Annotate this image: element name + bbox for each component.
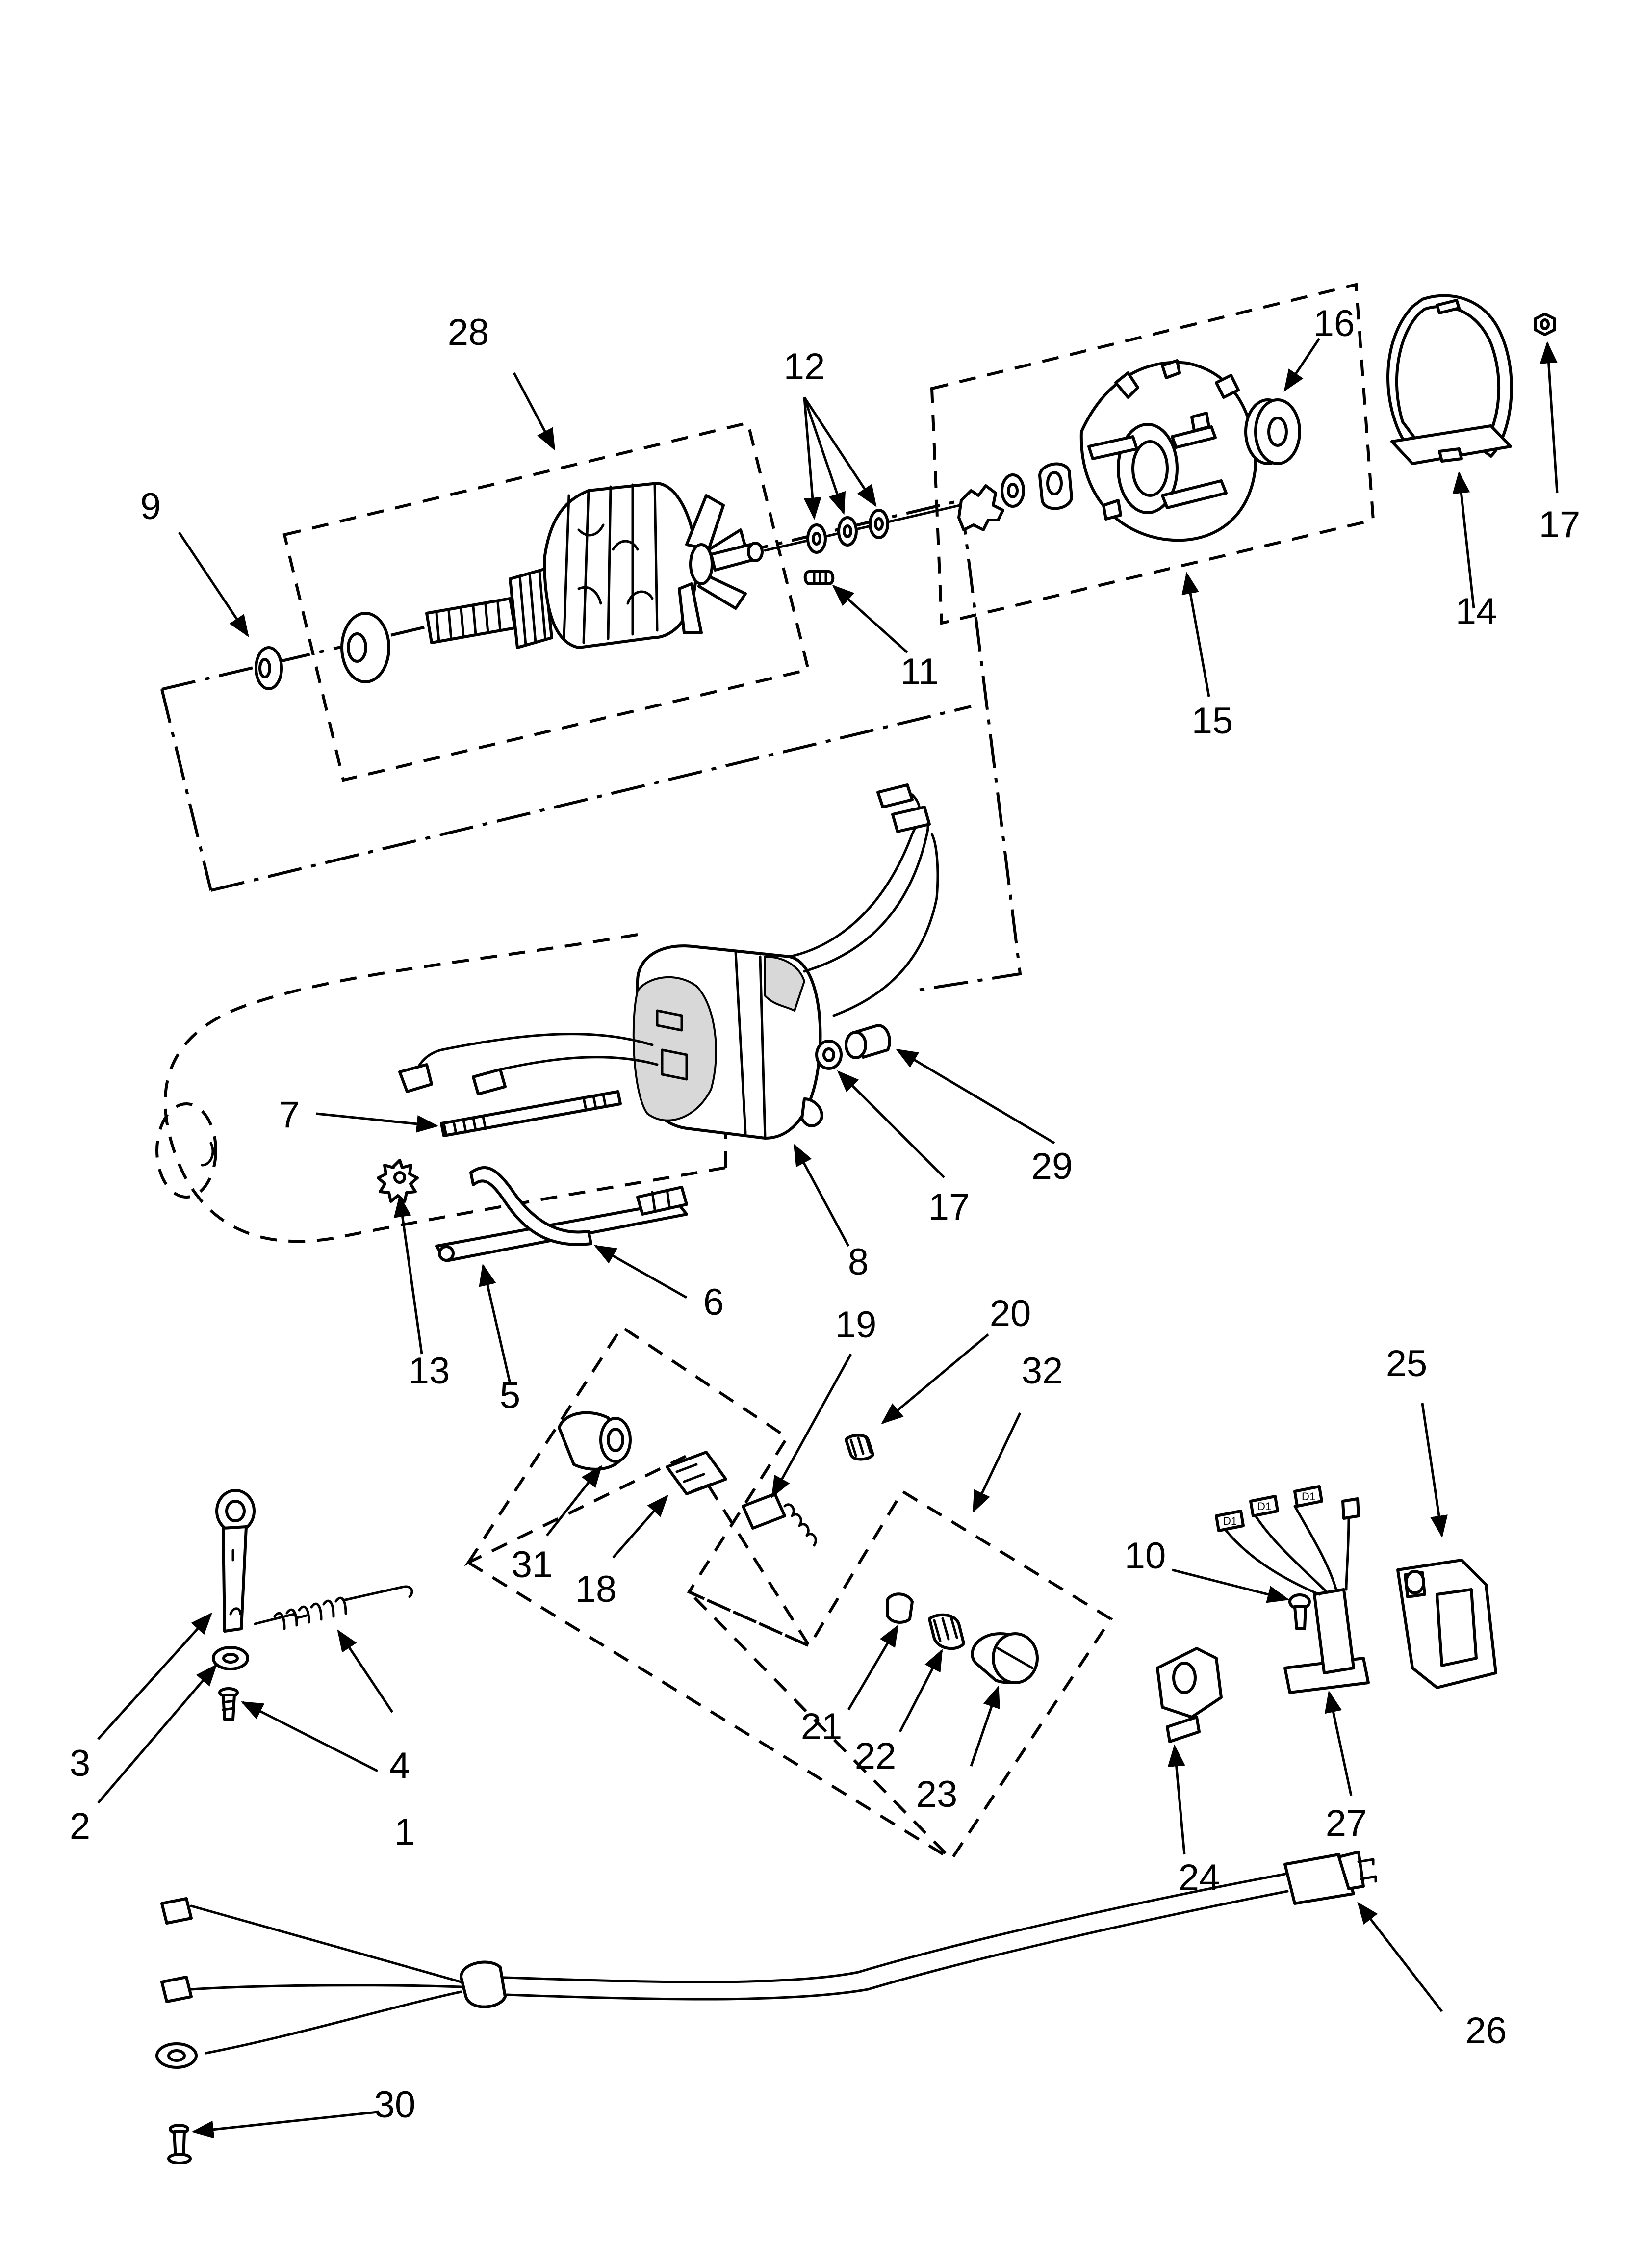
callout-4: 4 <box>389 1745 410 1787</box>
callout-26: 26 <box>1465 2010 1507 2052</box>
part-1-screw <box>218 1687 239 1721</box>
motor-group-outline <box>160 499 1022 992</box>
part-24-switch-bracket <box>1156 1647 1223 1743</box>
part-15-bearing-housing <box>957 359 1257 542</box>
callout-7: 7 <box>279 1094 300 1136</box>
part-31-brush-holder-tube <box>558 1411 632 1471</box>
callout-31: 31 <box>512 1544 553 1586</box>
part-17-spacer <box>815 1040 843 1070</box>
callout-6: 6 <box>703 1281 724 1323</box>
part-21-brush-insert <box>886 1592 914 1624</box>
callout-15: 15 <box>1192 700 1233 742</box>
motor-housing-phantom-outline <box>155 933 727 1243</box>
callout-19: 19 <box>835 1304 877 1346</box>
part-27-terminal-block: D1 D1 D1 <box>1215 1485 1370 1694</box>
callout-2: 2 <box>70 1805 90 1847</box>
terminal-mark-2: D1 <box>1257 1500 1271 1512</box>
callout-21: 21 <box>801 1706 843 1747</box>
part-29-spacer-tube <box>845 1024 891 1059</box>
callout-29: 29 <box>1031 1146 1073 1187</box>
part-12-washers <box>806 509 889 554</box>
part-8-field-assembly <box>632 944 823 1140</box>
part-7-stud <box>440 1090 622 1137</box>
part-5-strap <box>435 1186 688 1262</box>
callout-11: 11 <box>900 651 939 693</box>
leader-lines <box>97 338 1559 2138</box>
callout-20: 20 <box>990 1293 1031 1334</box>
callout-18: 18 <box>575 1568 617 1610</box>
callout-13: 13 <box>409 1350 450 1392</box>
callout-16: 16 <box>1313 303 1355 344</box>
part-17-nut-top <box>1534 313 1556 336</box>
callout-5: 5 <box>500 1375 520 1416</box>
brush-cap-assembly-boundary <box>467 1489 1113 1862</box>
callout-8: 8 <box>848 1241 869 1283</box>
part-13-lock-washer <box>377 1159 419 1203</box>
part-16-bushing <box>1244 398 1301 465</box>
callout-1: 1 <box>394 1811 415 1853</box>
part-14-baffle-ring <box>1386 294 1513 465</box>
callout-10: 10 <box>1125 1535 1166 1577</box>
armature-fan <box>678 494 747 634</box>
callout-3: 3 <box>70 1743 90 1784</box>
part-22-spring <box>928 1613 965 1650</box>
part-9-bearing <box>255 646 283 690</box>
callout-30: 30 <box>374 2084 416 2126</box>
part-28-armature <box>340 482 764 683</box>
callout-labels: 28 9 12 11 15 16 14 17 7 8 17 29 6 13 5 … <box>70 303 1580 2126</box>
callout-17-mid: 17 <box>928 1186 970 1228</box>
terminal-mark-1: D1 <box>1223 1515 1237 1527</box>
part-20-spring <box>845 1434 874 1461</box>
part-4-spring <box>254 1585 413 1630</box>
field-wires <box>398 783 939 1095</box>
part-3-lever <box>215 1489 256 1633</box>
terminal-mark-3: D1 <box>1302 1490 1315 1503</box>
callout-28: 28 <box>448 312 489 353</box>
part-18-brush-terminal <box>666 1451 727 1495</box>
callout-17-top: 17 <box>1539 504 1581 546</box>
part-26-power-cord <box>155 1851 1377 2069</box>
callout-32: 32 <box>1022 1350 1063 1392</box>
part-25-switch <box>1396 1559 1497 1689</box>
part-6-spring-clip <box>469 1166 592 1246</box>
callout-9: 9 <box>140 486 161 527</box>
part-10-screw <box>1288 1593 1311 1630</box>
callout-12: 12 <box>784 346 825 388</box>
part-11-spring <box>803 570 835 585</box>
callout-23: 23 <box>916 1773 958 1815</box>
callout-22: 22 <box>855 1735 897 1777</box>
callout-25: 25 <box>1386 1343 1428 1384</box>
armature-assembly-boundary <box>282 421 810 782</box>
callout-14: 14 <box>1456 591 1497 632</box>
callout-24: 24 <box>1179 1857 1220 1899</box>
part-2-washer <box>212 1646 249 1670</box>
callout-27: 27 <box>1326 1802 1367 1844</box>
part-19-brush <box>742 1492 817 1547</box>
part-23-brush-cap <box>971 1632 1039 1684</box>
bearing-housing-assembly-boundary <box>930 283 1375 625</box>
part-30-screw <box>167 2124 192 2164</box>
